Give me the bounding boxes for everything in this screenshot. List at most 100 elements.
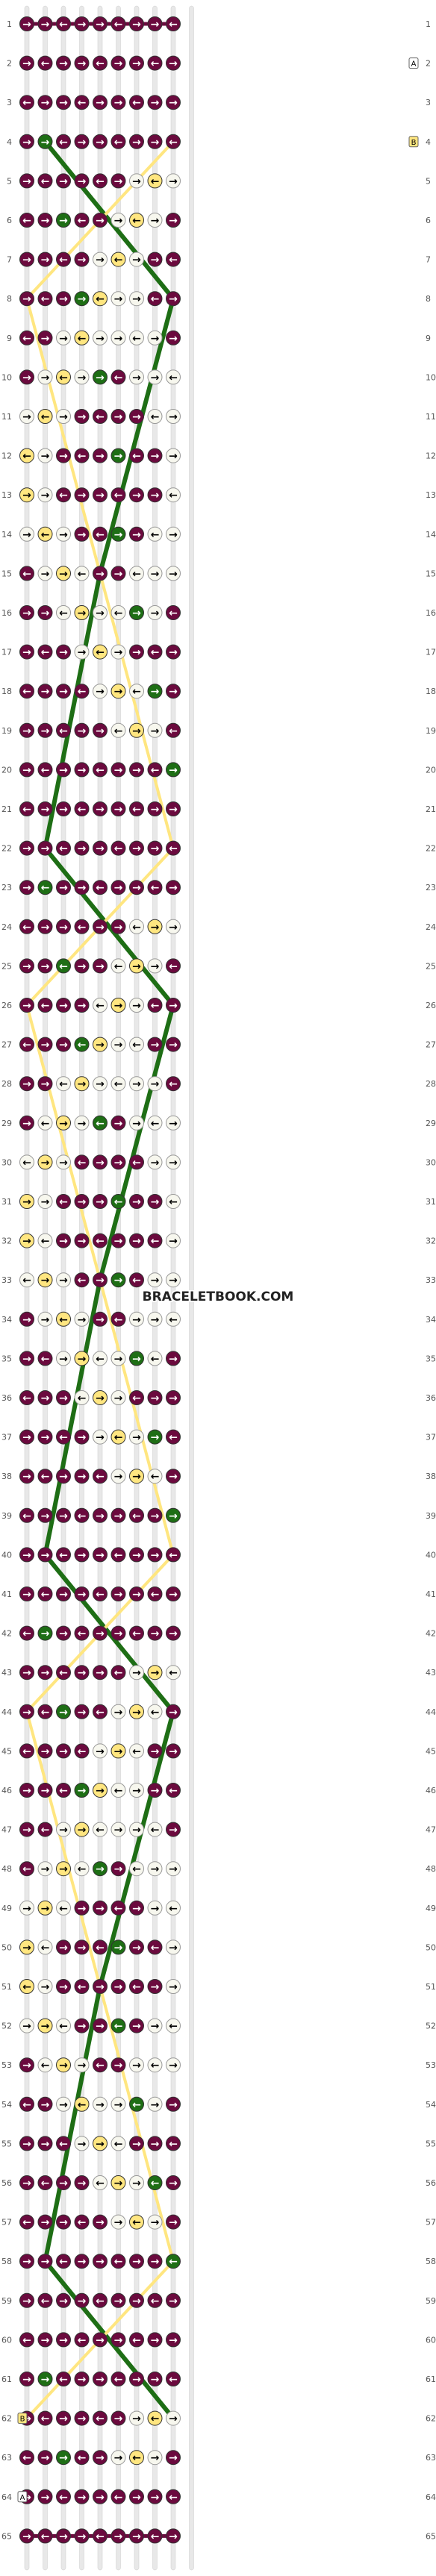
knot-arrow-icon: → [78, 1000, 87, 1012]
knot-arrow-icon: ← [59, 1667, 68, 1679]
knot: → [56, 330, 71, 346]
knot-circle [37, 919, 53, 934]
knot-arrow-icon: → [78, 1432, 87, 1444]
knot: → [56, 1469, 71, 1484]
knot-arrow-icon: → [151, 1510, 160, 1522]
knot-arrow-icon: → [22, 960, 31, 972]
knot-arrow-icon: → [169, 1825, 178, 1836]
knot-circle [74, 448, 90, 463]
knot-arrow-icon: ← [78, 215, 87, 227]
knot: → [110, 1743, 126, 1759]
knot-arrow-icon: → [169, 2295, 178, 2307]
knot: → [110, 2214, 126, 2230]
knot-arrow-icon: → [132, 1314, 141, 1326]
knot-circle [129, 840, 144, 856]
knot: → [110, 2096, 126, 2112]
row-label-right: 25 [426, 961, 436, 971]
row-label-left: 51 [1, 1982, 12, 1992]
knot-arrow-icon: → [96, 804, 105, 816]
knot-circle [166, 644, 181, 660]
knot-circle [93, 213, 108, 228]
knot: ← [166, 840, 181, 856]
knot: ← [37, 998, 53, 1013]
row-label-left: 4 [7, 137, 12, 147]
knot: → [37, 684, 53, 699]
knot-circle [19, 1115, 34, 1131]
knot-circle [74, 369, 90, 385]
knot: → [37, 1900, 53, 1916]
knot-arrow-icon: → [59, 293, 68, 305]
knot-circle [166, 55, 181, 71]
knot: → [166, 2214, 181, 2230]
knot-circle [56, 801, 71, 816]
row-label-left: 8 [7, 294, 12, 304]
knot-arrow-icon: → [169, 882, 178, 894]
knot: ← [147, 1822, 163, 1837]
knot-arrow-icon: ← [78, 1275, 87, 1287]
knot-arrow-icon: ← [132, 1040, 141, 1051]
knot-circle [93, 173, 108, 189]
knot-circle [56, 1390, 71, 1405]
knot: → [147, 919, 163, 934]
knot-arrow-icon: → [96, 2492, 105, 2504]
knot: → [19, 1665, 34, 1681]
knot-circle [37, 762, 53, 778]
knot-arrow-icon: ← [114, 1549, 123, 1561]
knot-arrow-icon: → [169, 2217, 178, 2229]
knot-circle [37, 722, 53, 738]
knot: → [93, 2018, 108, 2033]
knot-arrow-icon: → [96, 1667, 105, 1679]
knot: → [19, 409, 34, 424]
knot-arrow-icon: → [169, 1392, 178, 1404]
knot: ← [110, 369, 126, 385]
knot-circle [110, 251, 126, 267]
knot-arrow-icon: → [169, 2060, 178, 2072]
knot-arrow-icon: ← [59, 1078, 68, 1090]
knot-arrow-icon: → [151, 1667, 160, 1679]
knot-arrow-icon: ← [22, 1275, 31, 1287]
knot-circle [19, 762, 34, 778]
knot-circle [110, 409, 126, 424]
knot: ← [56, 605, 71, 620]
knot-circle [147, 1076, 163, 1092]
row-label-left: 53 [1, 2060, 12, 2070]
knot-arrow-icon: → [22, 254, 31, 266]
knot-arrow-icon: → [96, 19, 105, 31]
row-label-left: 60 [1, 2335, 12, 2345]
knot: → [129, 2292, 144, 2308]
row-label-left: 22 [1, 844, 12, 854]
knot-arrow-icon: ← [41, 175, 50, 187]
knot-circle [129, 55, 144, 71]
knot: ← [93, 762, 108, 778]
knot-circle [74, 95, 90, 110]
knot: → [93, 330, 108, 346]
knot: ← [93, 526, 108, 542]
knot: → [129, 1469, 144, 1484]
knot-circle [37, 16, 53, 31]
knot: ← [37, 1115, 53, 1131]
knot-arrow-icon: → [169, 1118, 178, 1130]
knot-arrow-icon: → [132, 882, 141, 894]
knot-circle [37, 840, 53, 856]
knot-circle [129, 722, 144, 738]
knot: ← [56, 1311, 71, 1327]
knot: ← [166, 1665, 181, 1681]
knot-circle [93, 487, 108, 503]
knot: ← [129, 684, 144, 699]
knot: ← [93, 644, 108, 660]
row-label-left: 44 [1, 1707, 12, 1717]
row-label-right: 28 [426, 1079, 436, 1089]
knot-arrow-icon: → [169, 2413, 178, 2425]
knot: → [37, 1547, 53, 1563]
knot-circle [147, 55, 163, 71]
knot-arrow-icon: → [59, 1353, 68, 1365]
knot-arrow-icon: → [41, 19, 50, 31]
knot: → [19, 1939, 34, 1955]
knot-arrow-icon: ← [78, 333, 87, 345]
knot-arrow-icon: → [96, 1314, 105, 1326]
knot-arrow-icon: → [151, 2374, 160, 2386]
knot-arrow-icon: → [78, 1118, 87, 1130]
knot-circle [166, 722, 181, 738]
knot-arrow-icon: ← [132, 1392, 141, 1404]
knot-circle [74, 919, 90, 934]
